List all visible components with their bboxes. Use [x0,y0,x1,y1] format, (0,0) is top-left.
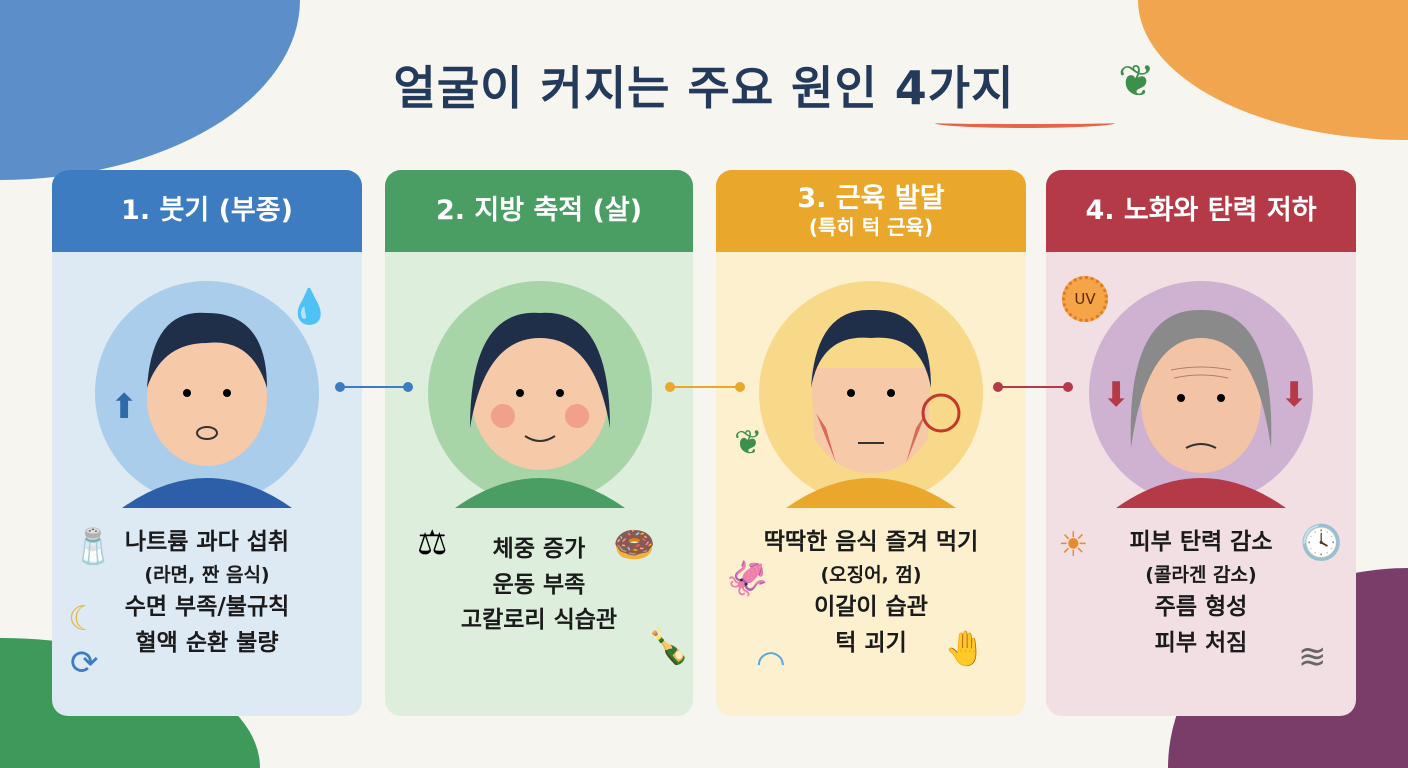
scale-icon: ⚖ [417,523,448,563]
card-header: 1. 붓기 (부종) [52,170,362,252]
cause-item: 피부 처짐 [1154,629,1248,656]
cause-item: 나트륨 과다 섭취 [124,529,290,555]
cause-detail: (오징어, 껌) [820,563,922,586]
card-title: 1. 붓기 (부종) [121,194,293,226]
cola-bottle-icon: 🍾 [647,627,690,667]
cause-detail: (콜라겐 감소) [1145,563,1257,586]
clock-icon: 🕓 [1300,523,1343,563]
cause-item: 피부 탄력 감소 [1129,529,1273,555]
card-title: 4. 노화와 탄력 저하 [1085,194,1317,226]
card-header: 4. 노화와 탄력 저하 [1046,170,1356,252]
moon-icon: ☾ [68,599,99,639]
cause-item: 이갈이 습관 [814,594,928,621]
card-title: 3. 근육 발달 [797,182,945,214]
card-swelling: 1. 붓기 (부종) 💧 ⬆ 나트륨 과다 섭취 (라면, 짠 음식) 수면 부… [52,170,362,716]
connector-3-4 [993,382,1073,392]
card-muscle: 3. 근육 발달(특히 턱 근육) 딱딱한 음식 즐겨 먹기 (오징어, 껌) … [716,170,1026,716]
cause-item: 체중 증가 [492,536,586,562]
card-subtitle: (특히 턱 근육) [808,215,934,240]
cause-item: 주름 형성 [1154,594,1248,621]
uv-sun-icon: UV [1062,276,1108,322]
chubby-face-illustration [428,281,652,508]
donut-icon: 🍩 [613,525,656,565]
cause-detail: (라면, 짠 음식) [144,563,270,586]
uv-label: UV [1074,289,1096,308]
leaf-icon: ❦ [734,423,763,463]
cause-item: 운동 부족 [492,571,586,598]
card-aging: 4. 노화와 탄력 저하 UV ⬇ ⬇ 피부 탄력 감소 (콜라겐 감소) 주름… [1046,170,1356,716]
salt-shaker-icon: 🧂 [72,527,115,567]
squid-icon: 🦑 [726,559,769,599]
swollen-face-illustration [95,281,319,508]
water-drop-icon: 💧 [288,287,331,327]
square-jaw-face-illustration [759,281,983,508]
chin-rest-hand-icon: 🤚 [944,629,987,669]
connector-1-2 [335,382,413,392]
leaf-icon: ❦ [1118,56,1155,107]
page-title: 얼굴이 커지는 주요 원인 4가지 [393,61,1015,115]
spring-sagging-icon: ≋ [1298,637,1327,677]
card-title: 2. 지방 축적 (살) [435,194,643,226]
down-arrow-icon: ⬇ [1102,375,1131,415]
cause-item: 턱 괴기 [835,629,907,656]
card-header: 3. 근육 발달(특히 턱 근육) [716,170,1026,252]
title-underline [935,118,1115,128]
uv-sun-icon: ☀ [1058,525,1089,565]
cause-item: 수면 부족/불규칙 [124,594,290,621]
card-fat: 2. 지방 축적 (살) 체중 증가 운동 부족 고칼로리 식습관 ⚖ 🍩 🍾 [385,170,693,716]
card-header: 2. 지방 축적 (살) [385,170,693,252]
up-arrow-icon: ⬆ [110,387,139,427]
circulation-arrows-icon: ⟳ [70,643,99,683]
connector-2-3 [665,382,745,392]
cause-item: 혈액 순환 불량 [135,629,279,656]
mouthguard-icon: ◠ [756,643,786,683]
cause-item: 딱딱한 음식 즐겨 먹기 [763,529,979,555]
down-arrow-icon: ⬇ [1280,375,1309,415]
aging-face-illustration [1089,281,1313,508]
cause-item: 고칼로리 식습관 [460,607,618,634]
